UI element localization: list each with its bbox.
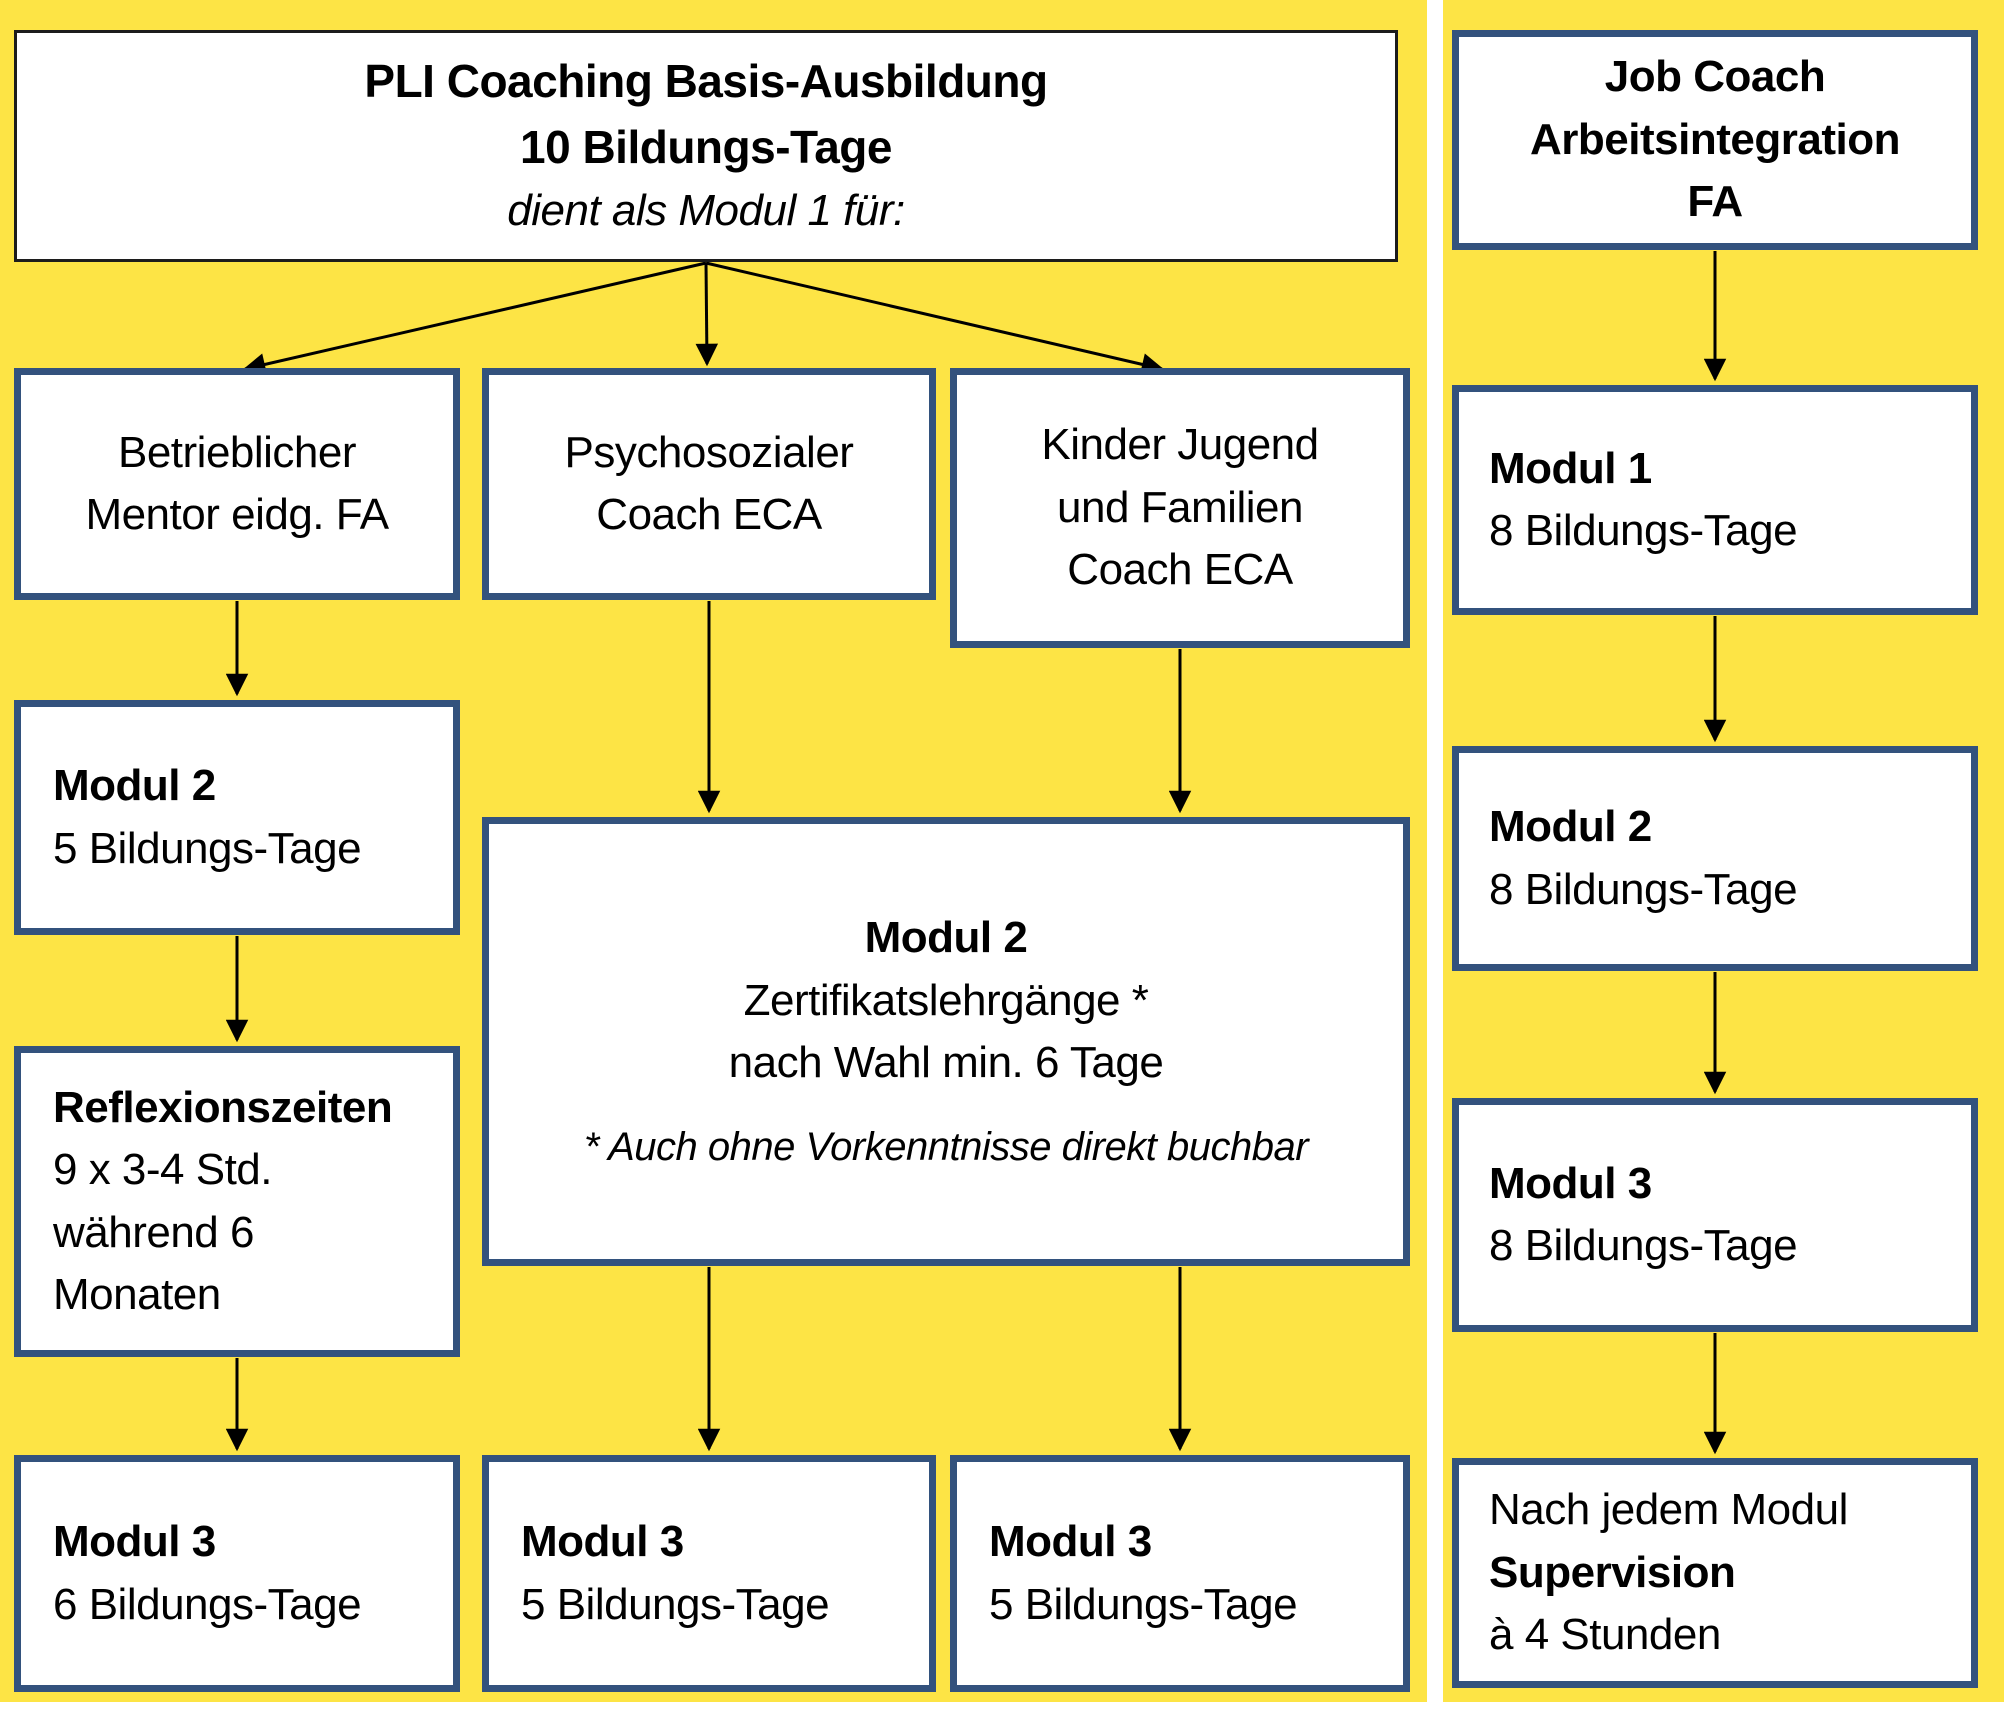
modul-title: Modul 2 xyxy=(1489,802,1652,852)
kinder-line: und Familien xyxy=(1057,482,1303,532)
mentor-line: Betrieblicher xyxy=(117,427,357,477)
modul-title: Modul 3 xyxy=(989,1517,1152,1567)
modul-title: Modul 1 xyxy=(1489,443,1652,493)
psychosozialer-coach-box: Psychosozialer Coach ECA xyxy=(482,368,936,600)
supervision-line: Nach jedem Modul xyxy=(1489,1485,1848,1535)
jobcoach-modul2-box: Modul 2 8 Bildungs-Tage xyxy=(1452,746,1978,971)
modul-title: Modul 2 xyxy=(53,761,216,811)
mentor-line: Mentor eidg. FA xyxy=(85,490,389,539)
kinder-jugend-familien-coach-box: Kinder Jugend und Familien Coach ECA xyxy=(950,368,1410,648)
zertifikatslehrgaenge-modul2-box: Modul 2 Zertifikatslehrgänge * nach Wahl… xyxy=(482,817,1410,1266)
zertifikat-title: Modul 2 xyxy=(864,913,1028,963)
reflexionszeiten-box: Reflexionszeiten 9 x 3-4 Std. während 6 … xyxy=(14,1046,460,1357)
modul-title: Modul 3 xyxy=(1489,1158,1652,1208)
reflexion-title: Reflexionszeiten xyxy=(53,1082,393,1132)
reflexion-line: Monaten xyxy=(53,1269,221,1319)
jobcoach-modul1-box: Modul 1 8 Bildungs-Tage xyxy=(1452,385,1978,615)
zertifikat-line: Zertifikatslehrgänge * xyxy=(743,975,1149,1025)
modul-days: 8 Bildungs-Tage xyxy=(1489,1221,1798,1270)
modul-days: 6 Bildungs-Tage xyxy=(53,1579,362,1629)
kinder-line: Coach ECA xyxy=(1067,545,1293,595)
psychosozial-modul3-box: Modul 3 5 Bildungs-Tage xyxy=(482,1455,936,1692)
modul-title: Modul 3 xyxy=(53,1517,216,1567)
pli-note-line: dient als Modul 1 für: xyxy=(507,186,905,236)
modul-days: 5 Bildungs-Tage xyxy=(989,1579,1298,1629)
betrieblicher-mentor-box: Betrieblicher Mentor eidg. FA xyxy=(14,368,460,600)
pli-days-line: 10 Bildungs-Tage xyxy=(520,120,892,173)
jobcoach-line: FA xyxy=(1687,177,1743,227)
modul-days: 8 Bildungs-Tage xyxy=(1489,506,1798,555)
supervision-title: Supervision xyxy=(1489,1547,1736,1597)
reflexion-line: 9 x 3-4 Std. xyxy=(53,1145,273,1195)
reflexion-line: während 6 xyxy=(53,1207,254,1257)
kinder-line: Kinder Jugend xyxy=(1041,420,1319,470)
jobcoach-modul3-box: Modul 3 8 Bildungs-Tage xyxy=(1452,1098,1978,1332)
supervision-box: Nach jedem Modul Supervision à 4 Stunden xyxy=(1452,1458,1978,1688)
pli-title-line: PLI Coaching Basis-Ausbildung xyxy=(364,55,1048,108)
modul-days: 5 Bildungs-Tage xyxy=(521,1579,830,1629)
zertifikat-line: nach Wahl min. 6 Tage xyxy=(728,1038,1164,1088)
modul-days: 8 Bildungs-Tage xyxy=(1489,864,1798,914)
supervision-line: à 4 Stunden xyxy=(1489,1610,1721,1660)
kinder-modul3-box: Modul 3 5 Bildungs-Tage xyxy=(950,1455,1410,1692)
psychosozial-line: Psychosozialer xyxy=(564,427,854,477)
mentor-modul2-box: Modul 2 5 Bildungs-Tage xyxy=(14,700,460,935)
jobcoach-line: Arbeitsintegration xyxy=(1530,114,1900,164)
zertifikat-footnote: * Auch ohne Vorkenntnisse direkt buchbar xyxy=(583,1124,1309,1169)
mentor-modul3-box: Modul 3 6 Bildungs-Tage xyxy=(14,1455,460,1692)
psychosozial-line: Coach ECA xyxy=(596,490,822,539)
pli-basis-ausbildung-box: PLI Coaching Basis-Ausbildung 10 Bildung… xyxy=(14,30,1398,262)
jobcoach-line: Job Coach xyxy=(1604,52,1826,102)
job-coach-arbeitsintegration-box: Job Coach Arbeitsintegration FA xyxy=(1452,30,1978,250)
modul-days: 5 Bildungs-Tage xyxy=(53,823,362,873)
modul-title: Modul 3 xyxy=(521,1517,684,1567)
